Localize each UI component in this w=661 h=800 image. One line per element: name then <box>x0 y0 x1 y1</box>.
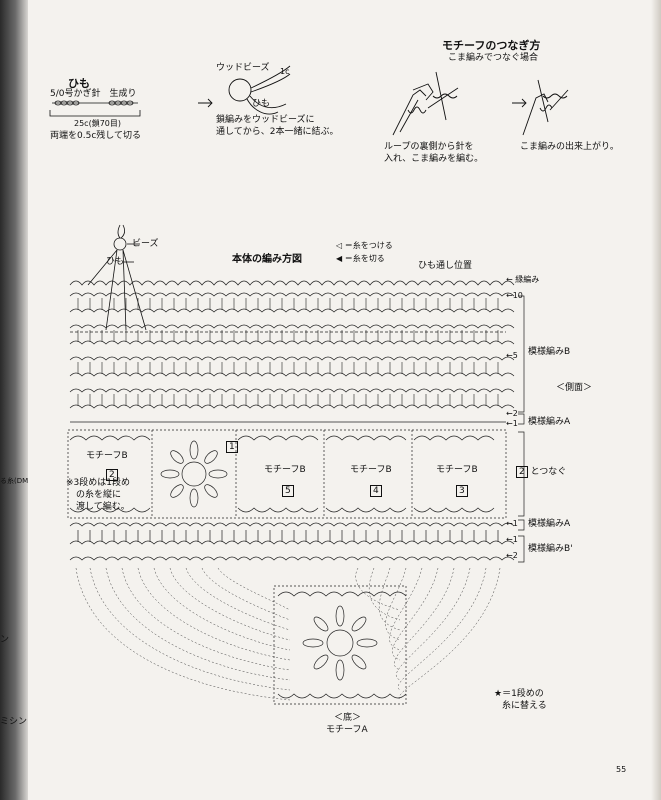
cord-chain-illustration <box>49 100 141 117</box>
page-number: 55 <box>616 765 627 774</box>
cord-diagram-label: ひも <box>106 257 125 267</box>
pattern-a-label: 模様編みA <box>528 417 571 427</box>
join-number-box: 2 <box>516 466 528 478</box>
motif-label-3: モチーフB <box>436 465 478 475</box>
bottom-motif-drawing <box>273 585 407 705</box>
line-drawings <box>49 65 569 705</box>
row-1b: ←1 <box>506 519 518 528</box>
cord-spec: 5/0号かぎ針 生成り <box>50 89 137 99</box>
margin-text-3: ミシン <box>0 717 28 727</box>
row-2: ←2 <box>506 409 518 418</box>
row-1: ←1 <box>506 419 518 428</box>
pattern-b-prime-label: 模様編みB' <box>528 544 573 554</box>
margin-text-2: ン <box>0 635 10 645</box>
lower-rows <box>69 522 515 561</box>
cord-position-label: ひも通し位置 <box>418 261 473 271</box>
motif-num-3: 3 <box>456 480 468 497</box>
star-note-2: 糸に替える <box>502 701 547 711</box>
bead-label: ウッドビーズ <box>216 63 270 73</box>
join-text: とつなぐ <box>530 467 567 477</box>
legend-attach: ◁ ＝糸をつける <box>336 241 393 250</box>
joining-step1-line2: 入れ、こま編みを編む。 <box>384 154 484 164</box>
motif-num-2: 2 <box>106 464 118 481</box>
row-brackets <box>518 295 525 563</box>
pattern-b-label: 模様編みB <box>528 347 571 357</box>
legend-cut: ◀ ＝糸を切る <box>336 254 385 263</box>
bead-note-1: 鎖編みをウッドビーズに <box>216 115 315 125</box>
motif-row <box>67 429 507 519</box>
joining-step2-illustration <box>522 79 569 136</box>
fan-lines <box>75 567 501 701</box>
row-10: ←10 <box>506 291 523 300</box>
page-edge <box>651 0 661 800</box>
side-label: ＜側面＞ <box>556 383 593 393</box>
motif-num-4: 4 <box>370 480 382 497</box>
bead-note-2: 通してから、2本一緒に結ぶ。 <box>216 127 339 137</box>
joining-title: モチーフのつなぎ方 <box>442 39 541 52</box>
edge-label: ← 縁編み <box>506 275 540 284</box>
step-arrows <box>198 98 527 108</box>
row-1c: ←1 <box>506 535 518 544</box>
motif-text-2: モチーフB <box>86 451 128 461</box>
bead-cord-label: ひも <box>252 99 271 109</box>
motif-num-1: 1 <box>226 436 238 453</box>
joining-step1-illustration <box>392 71 459 136</box>
margin-text-1: る糸(DM <box>0 477 29 485</box>
bead-illustration <box>228 65 291 115</box>
row-5: ←5 <box>506 351 518 360</box>
motif-num-5: 5 <box>282 480 294 497</box>
motif-label-2: モチーフB <box>86 452 128 461</box>
pattern-a-lower-label: 模様編みA <box>528 519 571 529</box>
motif-note-3: 渡して編む。 <box>76 502 130 512</box>
bottom-motif-label: モチーフA <box>326 725 368 735</box>
cord-on-body-illustration <box>87 224 147 331</box>
page: ひも 5/0号かぎ針 生成り 25c(鎖70目) 両端を0.5c残して切る ウッ… <box>28 0 661 800</box>
cord-title: ひも <box>68 77 90 90</box>
star-note-1: ★＝1段めの <box>494 689 544 699</box>
joining-step1-line1: ループの裏側から針を <box>384 142 474 152</box>
joining-step2: こま編みの出来上がり。 <box>520 142 619 152</box>
joining-subtitle: こま編みでつなぐ場合 <box>448 53 539 63</box>
join-instruction: 2 とつなぐ <box>516 466 566 478</box>
cord-note: 両端を0.5c残して切る <box>50 131 141 141</box>
chart-rows <box>69 280 515 423</box>
motif-label-4: モチーフB <box>350 465 392 475</box>
cord-length: 25c(鎖70目) <box>74 119 121 128</box>
motif-label-5: モチーフB <box>264 465 306 475</box>
motif-note-1: ※3段めは1段め <box>66 478 130 488</box>
bead-size: 1c <box>280 67 290 76</box>
row-2b: ←2 <box>506 551 518 560</box>
book-gutter <box>0 0 28 800</box>
bottom-label: ＜底＞ <box>334 713 362 723</box>
bead-diagram-label: ビーズ <box>132 239 159 249</box>
motif-note-2: の糸を縦に <box>76 490 122 500</box>
diagram-title: 本体の編み方図 <box>232 254 302 265</box>
